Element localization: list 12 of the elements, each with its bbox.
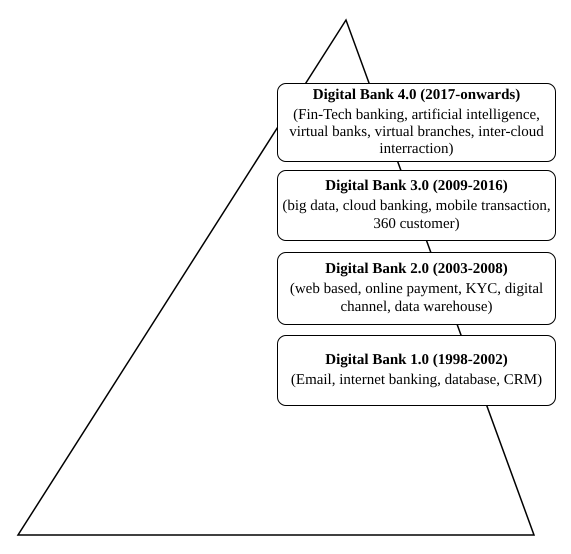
- era-heading: Digital Bank 4.0 (2017-onwards): [312, 86, 520, 104]
- era-box: [277, 83, 556, 162]
- era-description: (Fin-Tech banking, artificial intelligence, virtual banks, virtual branches, inter-cloud interraction): [288, 106, 545, 158]
- era-description: (Email, internet banking, database, CRM): [290, 372, 542, 390]
- era-description: (web based, online payment, KYC, digital channel, data warehouse): [288, 281, 544, 316]
- era-box: [277, 335, 556, 406]
- era-box: [277, 170, 556, 241]
- era-description: (big data, cloud banking, mobile transaction, 360 customer): [282, 198, 551, 233]
- era-box: [277, 252, 556, 325]
- era-heading: Digital Bank 1.0 (1998-2002): [325, 352, 508, 369]
- era-heading: Digital Bank 3.0 (2009-2016): [325, 178, 508, 196]
- era-heading: Digital Bank 2.0 (2003-2008): [325, 261, 508, 278]
